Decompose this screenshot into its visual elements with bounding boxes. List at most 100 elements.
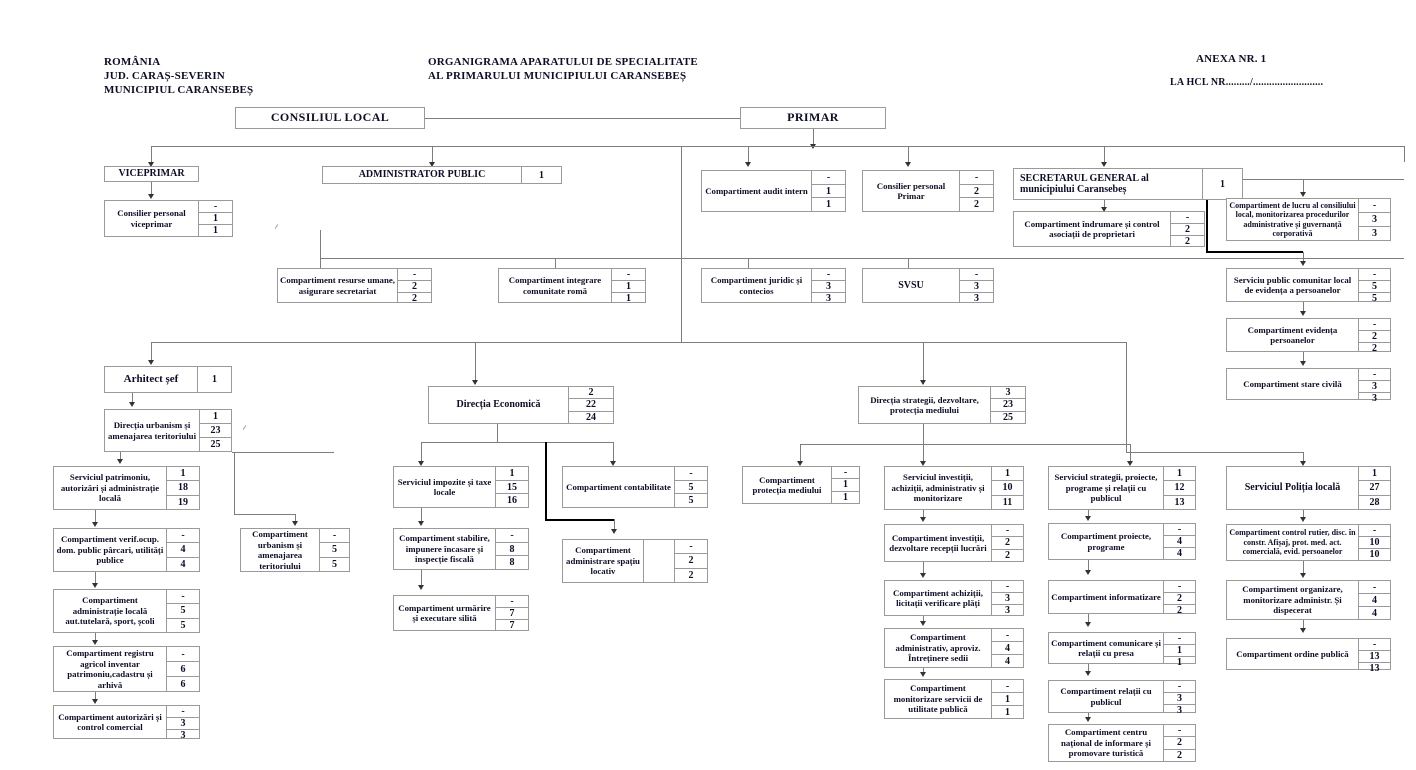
node-compartiment-achizitii[interactable]: Compartiment achiziții, licitații verifi… [884, 580, 1024, 616]
count-value: 1 [496, 467, 528, 481]
node-compartiment-integrare-roma[interactable]: Compartiment integrare comunitate romă -… [498, 268, 646, 304]
node-compartiment-spatiu-locativ[interactable]: Compartiment administrare spațiu locativ… [562, 539, 708, 583]
node-compartiment-relatii-publicul[interactable]: Compartiment relații cu publicul - 3 3 [1048, 680, 1196, 716]
count-value: - [612, 269, 645, 281]
arrow-serviciul-strategii [1126, 461, 1133, 466]
node-compartiment-urmarire[interactable]: Compartiment urmărire și executare silit… [393, 595, 529, 631]
node-compartiment-informatizare[interactable]: Compartiment informatizare - 2 2 [1048, 580, 1196, 616]
connector-drop-resurse [320, 258, 321, 272]
node-compartiment-resurse-umane[interactable]: Compartiment resurse umane, asigurare se… [277, 268, 432, 304]
node-label: Consilier personal Primar [876, 180, 946, 202]
node-primar[interactable]: PRIMAR [740, 107, 886, 129]
node-serviciul-impozite[interactable]: Serviciul impozite și taxe locale 1 15 1… [393, 466, 529, 508]
node-label: Direcția Economică [456, 399, 541, 411]
node-directia-economica[interactable]: Direcția Economică 2 22 24 [428, 386, 614, 424]
node-counts: - 3 3 [1163, 681, 1195, 716]
node-serviciul-investitii[interactable]: Serviciul investiții, achiziții, adminis… [884, 466, 1024, 510]
node-label: Compartiment urmărire și executare silit… [398, 602, 491, 624]
node-compartiment-stare-civila[interactable]: Compartiment stare civilă - 3 3 [1226, 368, 1391, 404]
count-value: - [1359, 269, 1390, 281]
node-secretarul-general[interactable]: SECRETARUL GENERAL al municipiului Caran… [1013, 168, 1243, 200]
count-value: 1 [612, 281, 645, 293]
node-compartiment-urbanism-amenajarea[interactable]: Compartiment urbanism și amenajarea teri… [240, 528, 350, 572]
node-compartiment-juridic[interactable]: Compartiment juridic și contecios - 3 3 [701, 268, 846, 304]
node-counts: - 6 6 [166, 647, 199, 691]
node-compartiment-verif-ocup[interactable]: Compartiment verif.ocup. dom. public pâr… [53, 528, 200, 572]
node-compartiment-indrumare[interactable]: Compartiment îndrumare și control asocia… [1013, 211, 1205, 247]
node-compartiment-administratie-locala[interactable]: Compartiment administrație locală aut.tu… [53, 589, 200, 633]
connector-evidenta-to-stare [1303, 352, 1304, 364]
node-compartiment-autorizari-comercial[interactable]: Compartiment autorizări și control comer… [53, 705, 200, 741]
node-counts: - 3 3 [166, 706, 199, 741]
node-compartiment-evidenta-persoanelor[interactable]: Compartiment evidența persoanelor - 2 2 [1226, 318, 1391, 354]
node-consilier-personal-primar[interactable]: Consilier personal Primar - 2 2 [862, 170, 994, 212]
node-compartiment-administrativ[interactable]: Compartiment administrativ, aproviz. Înt… [884, 628, 1024, 668]
node-compartiment-control-rutier[interactable]: Compartiment control rutier, disc. în co… [1226, 524, 1391, 561]
node-compartiment-centru-turistic[interactable]: Compartiment centru național de informar… [1048, 724, 1196, 762]
node-label: Compartiment resurse umane, asigurare se… [280, 275, 395, 296]
connector-bus-row4 [151, 342, 1126, 343]
connector-drop-contabilitate [613, 442, 614, 464]
node-arhitect-sef[interactable]: Arhitect șef 1 [104, 366, 232, 393]
count-value: 1 [199, 213, 232, 225]
node-serviciul-politia-locala[interactable]: Serviciul Poliția locală 1 27 28 [1226, 466, 1391, 510]
node-compartiment-comunicare[interactable]: Compartiment comunicare și relații cu pr… [1048, 632, 1196, 668]
count-value: 2 [960, 185, 993, 199]
count-value: - [1359, 369, 1390, 381]
node-serviciu-evidenta-persoanelor[interactable]: Serviciu public comunitar local de evide… [1226, 268, 1391, 304]
node-counts: 1 12 13 [1163, 467, 1195, 509]
node-consilier-personal-viceprimar[interactable]: Consilier personal viceprimar - 1 1 [104, 200, 233, 237]
connector-drop-administrator [432, 146, 433, 164]
count-value: 4 [992, 642, 1023, 655]
node-compartiment-monitorizare-servicii[interactable]: Compartiment monitorizare servicii de ut… [884, 679, 1024, 719]
node-consiliul-local[interactable]: CONSILIUL LOCAL [235, 107, 425, 129]
arrow-monitorizare-servicii [919, 672, 926, 677]
node-compartiment-ordine-publica[interactable]: Compartiment ordine publică - 13 13 [1226, 638, 1391, 674]
node-label: Compartiment stare civilă [1243, 378, 1342, 389]
node-directia-strategii[interactable]: Direcția strategii, dezvoltare, protecți… [858, 386, 1026, 424]
node-compartiment-contabilitate[interactable]: Compartiment contabilitate - 5 5 [562, 466, 708, 508]
connector-drop-secretar [1104, 146, 1105, 164]
node-serviciul-patrimoniu[interactable]: Serviciul patrimoniu, autorizări și admi… [53, 466, 200, 510]
node-label: VICEPRIMAR [118, 168, 185, 180]
connector-bus-row2 [151, 146, 1404, 147]
arrow-control-rutier [1299, 517, 1306, 522]
node-directia-urbanism[interactable]: Direcția urbanism și amenajarea teritori… [104, 409, 232, 452]
node-serviciul-strategii[interactable]: Serviciul strategii, proiecte, programe … [1048, 466, 1196, 510]
node-label: Compartiment monitorizare servicii de ut… [893, 683, 983, 715]
count-value: - [992, 525, 1023, 538]
count-value: 1 [200, 410, 231, 424]
node-label: Compartiment achiziții, licitații verifi… [893, 587, 983, 609]
node-compartiment-lucru-consiliu[interactable]: Compartiment de lucru al consiliului loc… [1226, 198, 1391, 241]
count-value: 8 [509, 557, 515, 569]
node-compartiment-proiecte[interactable]: Compartiment proiecte, programe - 4 4 [1048, 523, 1196, 560]
node-compartiment-registru-agricol[interactable]: Compartiment registru agricol inventar p… [53, 646, 200, 692]
node-counts: - 13 13 [1358, 639, 1390, 674]
count-value: - [398, 269, 431, 281]
node-label: Direcția strategii, dezvoltare, protecți… [870, 394, 979, 416]
node-compartiment-audit-intern[interactable]: Compartiment audit intern - 1 1 [701, 170, 846, 212]
count-value: 3 [826, 293, 831, 304]
node-compartiment-organizare[interactable]: Compartiment organizare, monitorizare ad… [1226, 580, 1391, 620]
arrow-secretar [1100, 162, 1107, 167]
count-value: - [992, 629, 1023, 642]
node-viceprimar[interactable]: VICEPRIMAR [104, 166, 199, 182]
connector-urbanism-drop [295, 514, 296, 524]
node-label: Serviciu public comunitar local de evide… [1233, 274, 1352, 296]
node-label: Compartiment verif.ocup. dom. public pâr… [56, 534, 164, 566]
count-value: - [1359, 581, 1390, 594]
count-value: 3 [1164, 693, 1195, 705]
node-label: Direcția urbanism și amenajarea teritori… [107, 420, 197, 441]
node-administrator-public[interactable]: ADMINISTRATOR PUBLIC 1 [322, 166, 562, 184]
node-svsu[interactable]: SVSU - 3 3 [862, 268, 994, 304]
connector-drop-protectia [800, 444, 801, 464]
node-compartiment-stabilire[interactable]: Compartiment stabilire, impunere încasar… [393, 528, 529, 570]
connector-drop-right-edge [1404, 146, 1405, 162]
count-value: 4 [1359, 594, 1390, 607]
count-value: 18 [167, 481, 199, 496]
connector-drop-strategii-serv [1130, 444, 1131, 464]
node-compartiment-protectia-mediului[interactable]: Compartiment protecția mediului - 1 1 [742, 466, 860, 504]
connector-strategii-proiecte [1088, 510, 1089, 519]
node-compartiment-investitii[interactable]: Compartiment investiții, dezvoltare rece… [884, 524, 1024, 562]
connector-drop-audit [748, 146, 749, 164]
